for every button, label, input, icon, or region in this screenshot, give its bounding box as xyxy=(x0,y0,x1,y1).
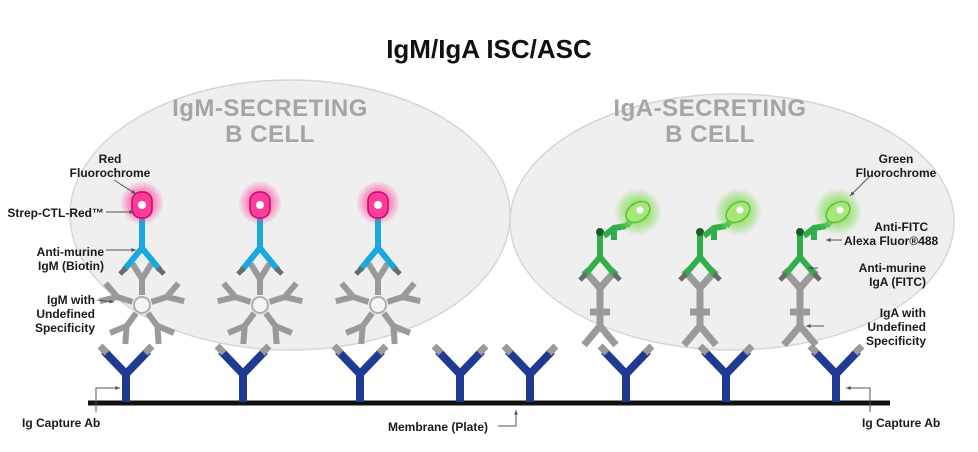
ig-capture-antibody xyxy=(214,343,272,402)
label-ig-capture-ab-right: Ig Capture Ab xyxy=(862,416,941,430)
leader-capture-right xyxy=(846,386,871,412)
ig-capture-antibody xyxy=(697,343,755,402)
anti-murine-iga-detection xyxy=(778,188,862,282)
label-membrane-plate: Membrane (Plate) xyxy=(388,420,489,434)
label-iga-undefined-specificity: IgA with Undefined Specificity xyxy=(865,306,926,348)
anti-murine-igm-detection xyxy=(354,181,402,276)
iga-dimer xyxy=(581,267,619,348)
label-red-fluorochrome: Red Fluorochrome xyxy=(69,152,151,180)
fitc-tag xyxy=(796,228,804,236)
ig-capture-antibody xyxy=(597,343,655,402)
igm-cell-title-line2: B CELL xyxy=(225,121,315,148)
diagram-title: IgM/IgA ISC/ASC xyxy=(386,34,592,64)
label-anti-murine-igm: Anti-murine IgM (Biotin) xyxy=(36,245,104,273)
label-ig-capture-ab-left: Ig Capture Ab xyxy=(22,416,101,430)
leader-capture-left xyxy=(95,386,120,412)
ig-capture-antibody xyxy=(431,343,489,402)
leader-membrane xyxy=(498,410,518,427)
iga-cell-title-line1: IgA-SECRETING xyxy=(613,95,807,122)
iga-dimer xyxy=(781,267,819,348)
igm-cell-title: IgM-SECRETING B CELL xyxy=(150,96,390,148)
ig-capture-antibody xyxy=(331,343,389,402)
ig-capture-antibody xyxy=(807,343,865,402)
label-igm-undefined-specificity: IgM with Undefined Specificity xyxy=(34,293,95,335)
iga-cell-title-line2: B CELL xyxy=(665,121,755,148)
label-strep-ctl-red: Strep-CTL-Red™ xyxy=(7,206,104,220)
leader-iga-undefined xyxy=(806,324,824,328)
leader-igm-undefined xyxy=(96,299,115,304)
igm-cell-title-line1: IgM-SECRETING xyxy=(172,95,368,122)
label-anti-fitc: Anti-FITC Alexa Fluor®488 xyxy=(844,220,939,248)
fitc-tag xyxy=(696,228,704,236)
anti-murine-igm-detection xyxy=(118,181,166,276)
anti-murine-igm-detection xyxy=(236,181,284,276)
iga-dimer xyxy=(681,267,719,348)
label-green-fluorochrome: Green Fluorochrome xyxy=(855,152,937,180)
ig-capture-antibody xyxy=(97,343,155,402)
iga-cell-title: IgA-SECRETING B CELL xyxy=(590,96,830,148)
igm-pentamer xyxy=(217,262,303,345)
anti-murine-iga-detection xyxy=(678,188,762,282)
leader-green-fluorochrome xyxy=(849,175,871,197)
fitc-tag xyxy=(596,228,604,236)
leader-anti-iga xyxy=(808,266,818,270)
igm-pentamer xyxy=(335,262,421,345)
leader-anti-fitc xyxy=(826,238,842,242)
anti-murine-iga-detection xyxy=(578,188,662,282)
leader-strep xyxy=(106,210,134,214)
leader-anti-igm xyxy=(106,248,136,252)
igm-pentamer xyxy=(99,262,185,345)
ig-capture-antibody xyxy=(501,343,559,402)
label-anti-murine-iga: Anti-murine IgA (FITC) xyxy=(858,261,926,289)
leader-red-fluorochrome xyxy=(113,179,137,195)
